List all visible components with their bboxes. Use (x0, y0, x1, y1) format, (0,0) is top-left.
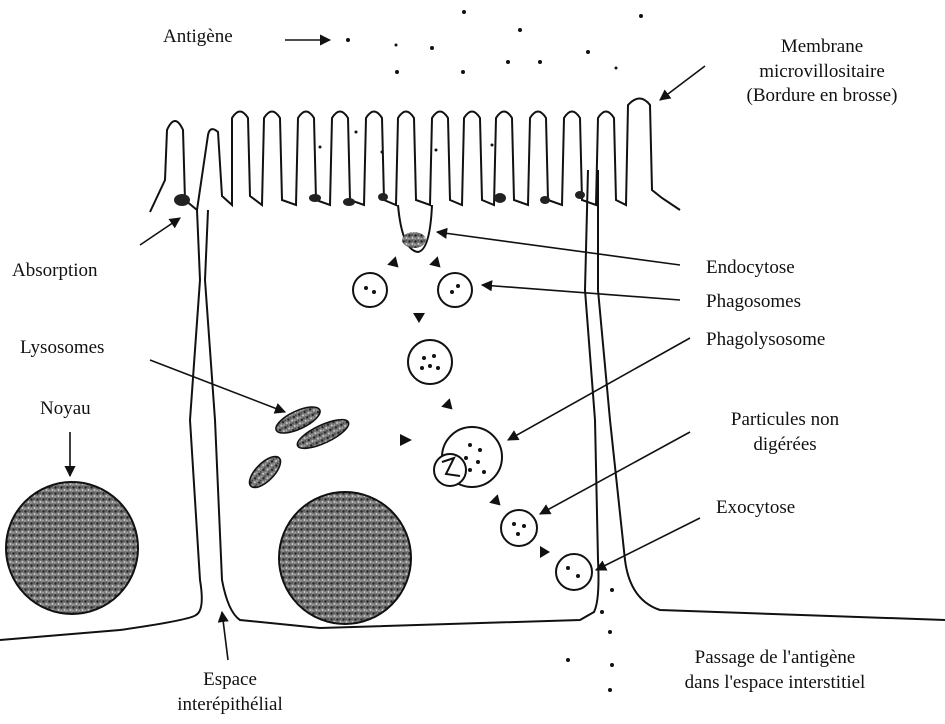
label-membrane-line2: microvillositaire (712, 60, 932, 85)
label-particules-line1: Particules non (700, 408, 870, 433)
label-membrane-line1: Membrane (712, 35, 932, 60)
label-particules-line2: digérées (700, 433, 870, 458)
label-noyau: Noyau (40, 397, 91, 422)
label-passage: Passage de l'antigène dans l'espace inte… (630, 646, 920, 695)
lysosomes (244, 402, 352, 493)
label-passage-line2: dans l'espace interstitiel (630, 671, 920, 696)
label-phagosomes: Phagosomes (706, 290, 801, 315)
label-phagolysosome: Phagolysosome (706, 328, 825, 353)
label-lysosomes: Lysosomes (20, 336, 104, 361)
nucleus-left (6, 482, 138, 614)
label-membrane-line3: (Bordure en brosse) (712, 84, 932, 109)
label-particules: Particules non digérées (700, 408, 870, 457)
label-espace: Espace interépithélial (140, 668, 320, 717)
label-espace-line2: interépithélial (140, 693, 320, 718)
label-espace-line1: Espace (140, 668, 320, 693)
label-passage-line1: Passage de l'antigène (630, 646, 920, 671)
endocytosis-content (402, 232, 426, 248)
nucleus-center (279, 492, 411, 624)
label-exocytose: Exocytose (716, 496, 795, 521)
label-antigene: Antigène (163, 25, 233, 50)
label-absorption: Absorption (12, 259, 98, 284)
microvilli-border (150, 99, 680, 213)
label-endocytose: Endocytose (706, 256, 795, 281)
label-membrane: Membrane microvillositaire (Bordure en b… (712, 35, 932, 109)
